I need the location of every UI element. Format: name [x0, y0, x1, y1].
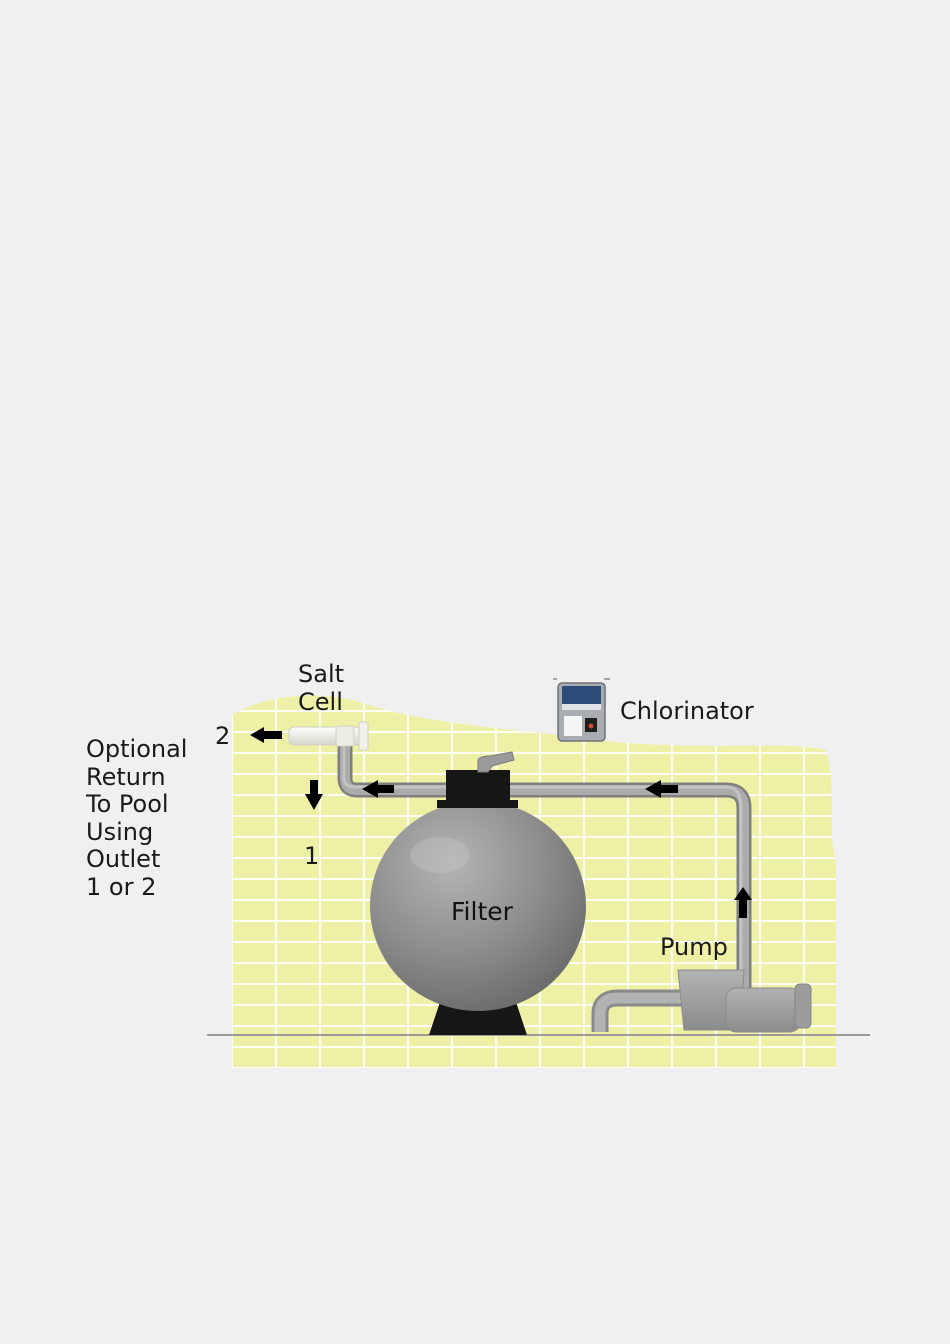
outlet-1-label: 1	[304, 842, 319, 870]
chlorinator-label: Chlorinator	[620, 697, 754, 725]
pump-motor	[726, 988, 800, 1032]
note-line: 1 or 2	[86, 873, 156, 901]
filter-label: Filter	[451, 897, 514, 926]
salt-cell-label-line2: Cell	[298, 688, 343, 716]
pump-label: Pump	[660, 933, 728, 961]
note-line: Optional	[86, 735, 187, 763]
note-line: Outlet	[86, 845, 160, 873]
salt-cell-label-line1: Salt	[298, 660, 344, 688]
note-line: Return	[86, 763, 166, 791]
outlet-2-label: 2	[215, 722, 230, 750]
optional-return-note: Optional Return To Pool Using Outlet 1 o…	[85, 735, 187, 901]
note-line: To Pool	[85, 790, 169, 818]
filter-valve-top	[437, 770, 518, 808]
note-line: Using	[86, 818, 153, 846]
chlorinator-unit	[553, 679, 610, 741]
